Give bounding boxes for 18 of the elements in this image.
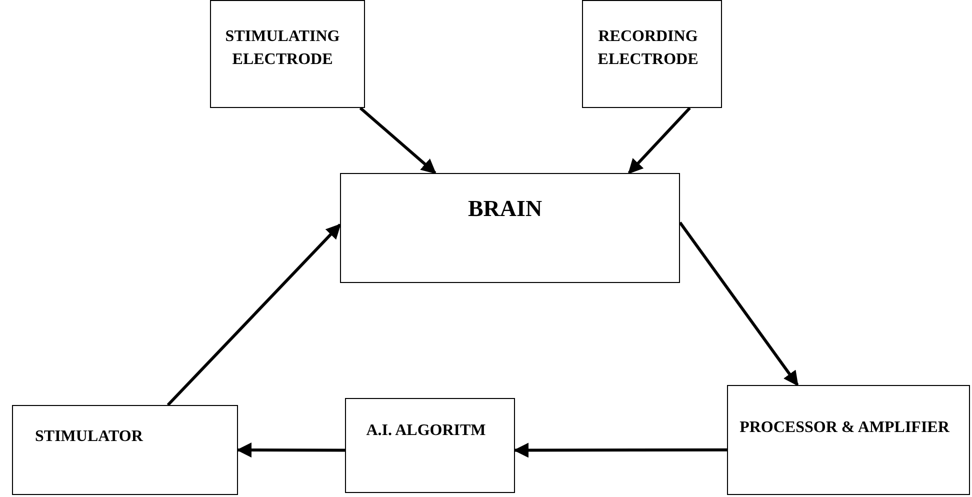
arrow <box>678 222 799 386</box>
process-box <box>345 398 515 493</box>
box-label: STIMULATING ELECTRODE <box>224 27 341 70</box>
process-box <box>582 0 722 108</box>
arrow <box>166 224 342 406</box>
arrow <box>359 106 436 174</box>
arrow <box>514 442 727 458</box>
process-box <box>340 173 680 283</box>
process-box <box>12 405 238 495</box>
box-label: BRAIN <box>466 195 544 223</box>
box-label: RECORDING ELECTRODE <box>596 27 700 70</box>
process-box <box>210 0 365 108</box>
box-label: A.I. ALGORITM <box>365 421 487 441</box>
box-label: STIMULATOR <box>34 427 144 447</box>
box-label: PROCESSOR & AMPLIFIER <box>738 418 950 438</box>
process-box <box>727 385 970 495</box>
arrow <box>628 106 691 174</box>
arrow <box>236 442 345 458</box>
